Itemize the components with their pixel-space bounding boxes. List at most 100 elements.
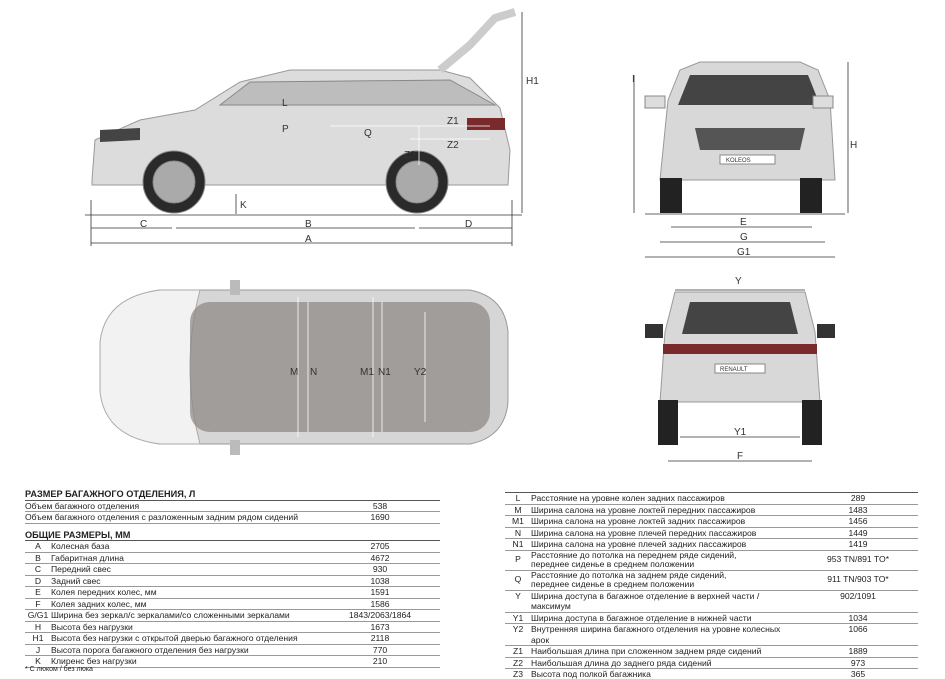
row-description-line: Передний свес: [51, 564, 111, 574]
row-value: 1034: [848, 612, 868, 623]
row-value: 289: [850, 493, 866, 503]
dim-label-k: K: [240, 200, 247, 211]
front-badge-text: KOLEOS: [726, 158, 751, 164]
row-description: Ширина доступа в багажное отделение в ни…: [531, 613, 798, 624]
row-code: M: [514, 504, 522, 515]
dim-label-z2: Z2: [447, 140, 459, 151]
row-description: Ширина без зеркал/с зеркалами/со сложенн…: [51, 610, 320, 621]
rear-badge-text: RENAULT: [720, 367, 748, 373]
dim-label-z1: Z1: [447, 116, 459, 127]
row-code: J: [35, 644, 41, 655]
row-code: Z3: [512, 669, 524, 679]
row-description: Расстояние до потолка на заднем ряде сид…: [531, 570, 798, 590]
dim-label-a: A: [305, 234, 312, 245]
row-code: Q: [514, 574, 522, 585]
dim-label-z3: Z3: [404, 150, 416, 161]
row-code: A: [35, 541, 41, 551]
row-description: Объем багажного отделения с разложенным …: [25, 512, 299, 522]
row-description: Габаритная длина: [51, 553, 320, 564]
row-code: Y2: [512, 624, 524, 634]
dim-label-h: H: [850, 140, 857, 151]
row-description: Наибольшая длина до заднего ряда сидений: [531, 658, 798, 669]
dim-label-c: C: [140, 219, 147, 230]
general-section-title: ОБЩИЕ РАЗМЕРЫ, ММ: [25, 530, 440, 541]
front-view-diagram: KOLEOS I H E G G1: [632, 61, 857, 258]
row-code: Z1: [512, 646, 524, 656]
row-value: 1449: [848, 527, 868, 538]
row-value: 973: [850, 657, 866, 668]
row-description-line: Ширина салона на уровне плечей задних па…: [531, 539, 747, 549]
row-code: D: [34, 575, 42, 586]
table-row: N1 Ширина салона на уровне плечей задних …: [505, 539, 918, 551]
trunk-section-title: РАЗМЕР БАГАЖНОГО ОТДЕЛЕНИЯ, Л: [25, 489, 440, 501]
dim-label-p: P: [282, 124, 289, 135]
row-description: Колесная база: [51, 541, 320, 552]
row-description: Колея задних колес, мм: [51, 599, 320, 610]
row-value: 1673: [370, 621, 390, 632]
row-description-line: Колесная база: [51, 541, 110, 551]
dimensions-table-right: L Расстояние на уровне колен задних пасса…: [505, 492, 918, 679]
table-row: Объем багажного отделения с разложенным …: [25, 512, 440, 524]
row-description: Объем багажного отделения: [25, 500, 140, 511]
row-value: 953 TN/891 TO*: [826, 554, 890, 565]
dim-label-h1: H1: [526, 76, 539, 87]
row-description: Высота порога багажного отделения без на…: [51, 645, 320, 656]
row-description-line: Наибольшая длина при сложенном заднем ря…: [531, 646, 762, 656]
row-description-line: Расстояние до потолка на переднем ряде с…: [531, 549, 737, 560]
row-value: 902/1091: [840, 590, 876, 601]
row-description-line: Расстояние на уровне колен задних пассаж…: [531, 493, 725, 503]
row-code: C: [34, 564, 42, 574]
dim-label-b: B: [305, 219, 312, 230]
row-value: 1591: [370, 587, 390, 597]
row-value: 210: [372, 656, 388, 666]
table-row: L Расстояние на уровне колен задних пасса…: [505, 493, 918, 505]
row-code: G/G1: [27, 610, 49, 620]
dim-label-l: L: [282, 98, 288, 109]
row-description: Высота под полкой багажника: [531, 669, 798, 679]
row-description: Ширина салона на уровне локтей задних па…: [531, 516, 798, 527]
dim-label-d: D: [465, 219, 472, 230]
row-description: Наибольшая длина при сложенном заднем ря…: [531, 646, 798, 657]
row-code: N1: [512, 539, 524, 549]
dim-label-y2: Y2: [414, 367, 427, 378]
table-row: Z3 Высота под полкой багажника 365: [505, 669, 918, 679]
row-value: 4672: [370, 552, 390, 563]
row-value: 365: [850, 669, 866, 679]
table-row: Y2 Внутренняя ширина багажного отделения …: [505, 624, 918, 646]
row-value: 770: [372, 644, 388, 655]
row-description-line: Ширина салона на уровне локтей задних па…: [531, 516, 746, 526]
row-description-line: Ширина салона на уровне плечей передних …: [531, 527, 757, 538]
wheels: [142, 150, 449, 214]
dim-label-q: Q: [364, 128, 372, 139]
table-row: J Высота порога багажного отделения без н…: [25, 644, 440, 656]
row-value: 1419: [848, 539, 868, 549]
row-code: L: [515, 493, 521, 503]
row-description: Колея передних колес, мм: [51, 587, 320, 598]
table-row: Q Расстояние до потолка на заднем ряде си…: [505, 570, 918, 591]
row-description-line: Ширина доступа в багажное отделение в ве…: [531, 590, 760, 612]
row-description-line: Габаритная длина: [51, 552, 124, 563]
row-value: 1456: [848, 516, 868, 526]
table-row: Z2 Наибольшая длина до заднего ряда сиден…: [505, 657, 918, 669]
dim-label-m1: M1: [360, 367, 374, 378]
dim-label-y: Y: [735, 276, 742, 287]
dim-label-i: I: [632, 74, 635, 85]
row-code: E: [35, 587, 41, 597]
dimensions-table-left: РАЗМЕР БАГАЖНОГО ОТДЕЛЕНИЯ, Л Объем бага…: [25, 485, 440, 668]
row-value: 911 TN/903 TO*: [827, 574, 889, 585]
row-description-line: Высота под полкой багажника: [531, 669, 651, 679]
row-description-line: Внутренняя ширина багажного отделения на…: [531, 624, 781, 645]
row-code: Z2: [512, 657, 524, 668]
dim-label-y1: Y1: [734, 427, 747, 438]
